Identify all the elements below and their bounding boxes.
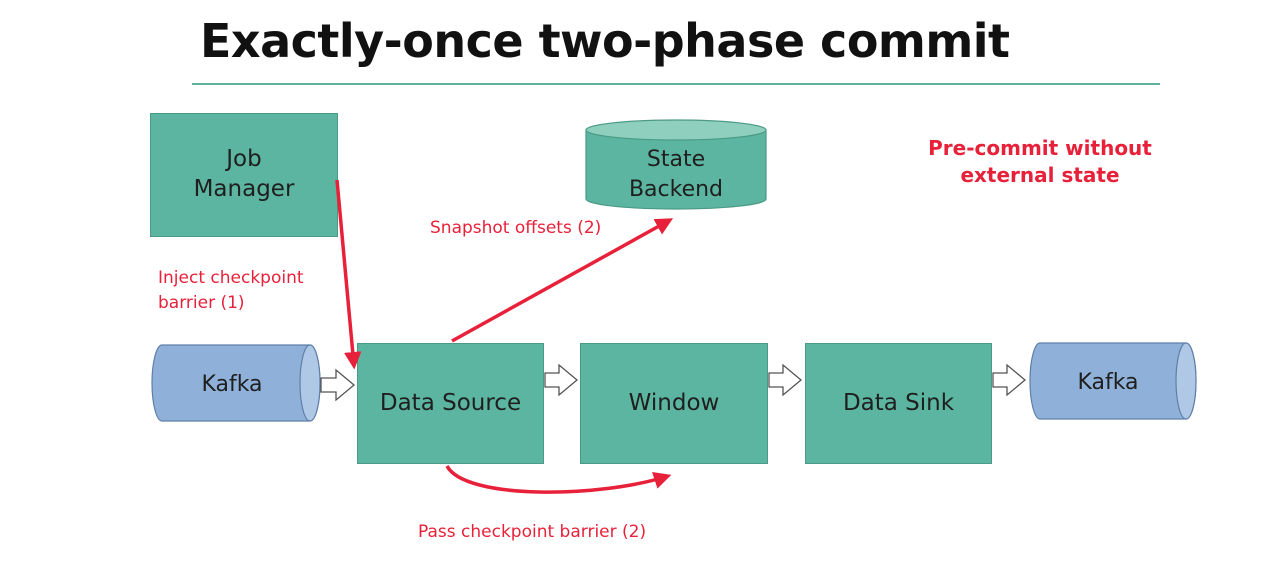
window-label: Window (628, 389, 720, 416)
state-backend-label-line2: Backend (629, 177, 723, 202)
kafka-sink-label: Kafka (1077, 370, 1138, 395)
kafka-source-node: Kafka (151, 344, 321, 422)
job-manager-label: Job Manager (193, 146, 295, 202)
data-source-label: Data Source (379, 389, 522, 416)
state-backend-label-line1: State (647, 147, 705, 172)
job-manager-node: Job Manager (150, 113, 338, 237)
state-backend-node: State Backend (585, 119, 767, 210)
flow-arrow-sink-to-kafka (992, 363, 1027, 397)
title-underline (192, 83, 1160, 85)
inject-barrier-note: Inject checkpoint barrier (1) (158, 266, 304, 315)
inject-barrier-note-line2: barrier (1) (158, 292, 245, 313)
pass-barrier-note: Pass checkpoint barrier (2) (418, 522, 647, 542)
precommit-callout: Pre-commit without external state (900, 135, 1180, 189)
window-node: Window (580, 343, 768, 464)
pass-barrier-arrow (445, 465, 672, 494)
inject-barrier-arrow (335, 179, 362, 370)
data-sink-label: Data Sink (842, 389, 955, 416)
flow-arrow-source-to-window (544, 363, 579, 397)
flow-arrow-window-to-sink (768, 363, 803, 397)
inject-barrier-note-line1: Inject checkpoint (158, 268, 304, 288)
kafka-source-label: Kafka (201, 372, 262, 397)
flow-arrow-kafka-to-source (320, 368, 356, 402)
snapshot-offsets-note: Snapshot offsets (2) (430, 218, 602, 238)
precommit-callout-line1: Pre-commit without (928, 136, 1152, 160)
data-source-node: Data Source (357, 343, 544, 464)
snapshot-offsets-arrow (451, 218, 674, 343)
precommit-callout-line2: external state (960, 163, 1120, 187)
data-sink-node: Data Sink (805, 343, 992, 464)
slide-title: Exactly-once two-phase commit (200, 14, 1010, 68)
kafka-sink-node: Kafka (1029, 342, 1197, 420)
